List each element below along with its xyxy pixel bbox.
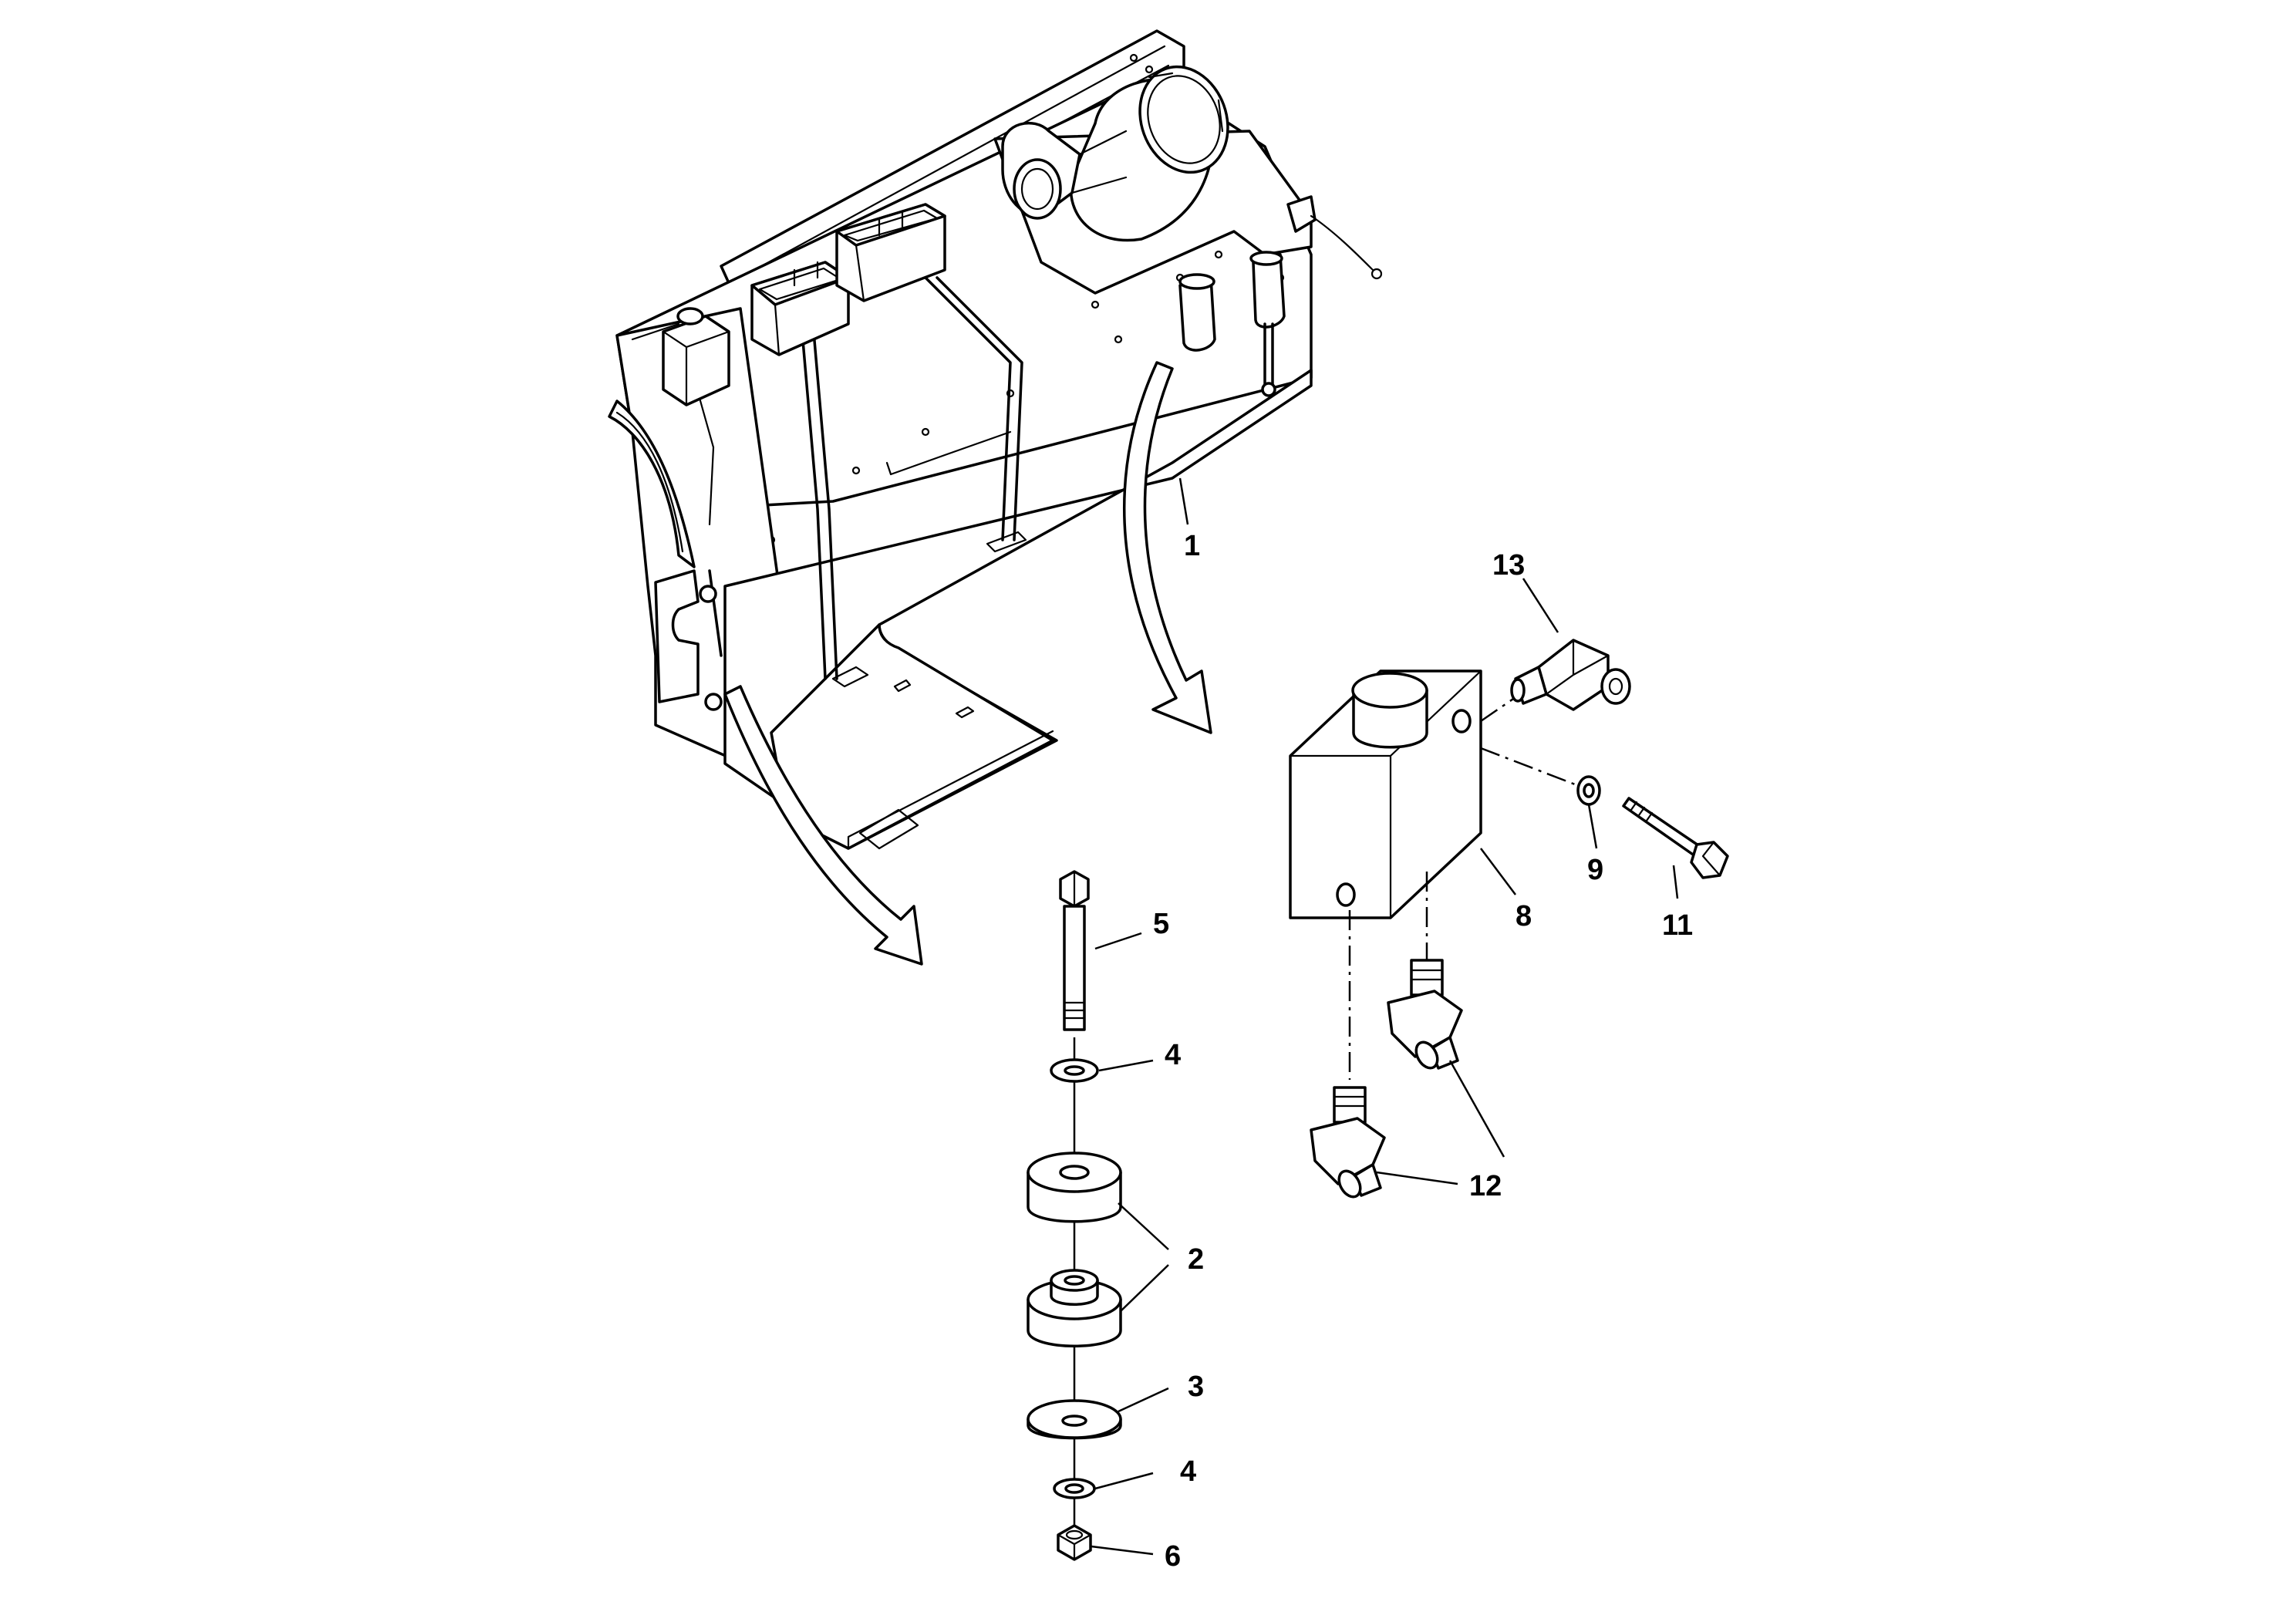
cylinders xyxy=(1178,251,1286,397)
detail-arrow-1 xyxy=(1122,361,1212,734)
nut-6 xyxy=(1057,1524,1092,1561)
callout-2: 2 xyxy=(1188,1243,1204,1276)
callout-5: 5 xyxy=(1153,908,1169,940)
plate-washer-3 xyxy=(1027,1399,1122,1440)
callout-12: 12 xyxy=(1469,1170,1502,1202)
bolt-11 xyxy=(1622,797,1729,879)
fitting-12-right xyxy=(1387,959,1463,1070)
callout-6: 6 xyxy=(1165,1540,1181,1573)
elbow-fitting-13 xyxy=(1510,639,1631,711)
mounting-stack xyxy=(1027,870,1122,1561)
rubber-mount-2-upper xyxy=(1027,1152,1122,1223)
callout-3: 3 xyxy=(1188,1371,1204,1403)
valve-block-8 xyxy=(1289,669,1482,919)
callouts: 1 5 4 2 3 4 6 8 9 11 12 13 xyxy=(1153,530,1693,1573)
leader-lines xyxy=(1091,477,1679,1556)
callout-11: 11 xyxy=(1662,909,1693,942)
callout-1: 1 xyxy=(1184,530,1200,562)
frame-assembly xyxy=(608,29,1383,850)
callout-4-upper: 4 xyxy=(1165,1039,1181,1071)
fitting-12-left xyxy=(1310,1086,1386,1199)
blower-motor xyxy=(1001,65,1229,242)
callout-9: 9 xyxy=(1587,854,1603,886)
callout-4-lower: 4 xyxy=(1180,1455,1196,1488)
washer-9 xyxy=(1576,775,1601,806)
detail-arrow-2 xyxy=(723,685,923,966)
callout-13: 13 xyxy=(1492,549,1525,582)
reservoir xyxy=(662,307,730,406)
relay-boxes xyxy=(750,203,946,356)
callout-8: 8 xyxy=(1515,900,1532,932)
bolt-5 xyxy=(1059,870,1090,1031)
rubber-mount-2-lower xyxy=(1027,1269,1122,1347)
